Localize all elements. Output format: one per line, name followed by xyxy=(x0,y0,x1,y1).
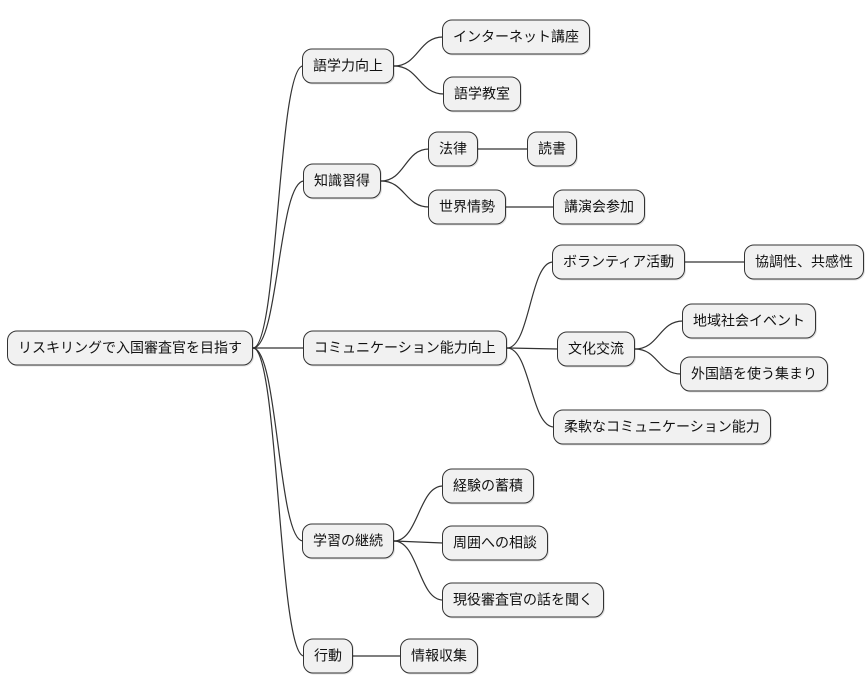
mindmap-node-jouhou: 情報収集 xyxy=(400,638,478,674)
edge-chishiki-houritsu xyxy=(380,148,430,182)
edge-chishiki-sekai xyxy=(380,180,430,208)
edge-comm-volunteer xyxy=(506,261,554,349)
edge-gogaku-internet xyxy=(393,36,444,67)
edge-root-gogaku xyxy=(252,65,304,349)
mindmap-node-chishiki: 知識習得 xyxy=(303,163,381,199)
mindmap-node-root: リスキリングで入国審査官を目指す xyxy=(7,330,253,366)
mindmap-node-sekai: 世界情勢 xyxy=(428,189,506,225)
mindmap-node-gaikokugo: 外国語を使う集まり xyxy=(680,356,828,392)
edge-root-koudou xyxy=(252,347,305,657)
mindmap-node-chiiki: 地域社会イベント xyxy=(682,303,816,339)
edge-comm-bunka xyxy=(506,347,559,350)
edge-bunka-gaikokugo xyxy=(634,348,682,375)
mindmap-node-kyouchou: 協調性、共感性 xyxy=(744,244,864,280)
mindmap-node-keiken: 経験の蓄積 xyxy=(442,468,534,504)
edge-comm-junan xyxy=(506,347,555,428)
mindmap-node-shuui: 周囲への相談 xyxy=(442,525,548,561)
mindmap-node-gakushu: 学習の継続 xyxy=(302,523,394,559)
mindmap-node-internet: インターネット講座 xyxy=(442,19,590,55)
mindmap-node-koudou: 行動 xyxy=(303,638,353,674)
mindmap-node-houritsu: 法律 xyxy=(428,131,478,167)
mindmap-node-kyoshitsu: 語学教室 xyxy=(443,76,521,112)
mindmap-node-dokusho: 読書 xyxy=(527,131,577,167)
mindmap-node-gogaku: 語学力向上 xyxy=(302,48,394,84)
mindmap-node-geneki: 現役審査官の話を聞く xyxy=(442,582,604,618)
edge-gakushu-keiken xyxy=(393,485,444,542)
edge-root-chishiki xyxy=(252,180,305,349)
edge-bunka-chiiki xyxy=(634,320,684,350)
edge-gakushu-geneki xyxy=(393,540,444,601)
edge-gakushu-shuui xyxy=(393,540,444,544)
mindmap-node-comm: コミュニケーション能力向上 xyxy=(303,330,507,366)
mindmap-node-kouenkai: 講演会参加 xyxy=(553,189,645,225)
mindmap-node-junan: 柔軟なコミュニケーション能力 xyxy=(553,409,771,445)
mindmap-node-volunteer: ボランティア活動 xyxy=(552,244,686,280)
edge-root-gakushu xyxy=(252,347,304,542)
edge-gogaku-kyoshitsu xyxy=(393,65,445,95)
mindmap-node-bunka: 文化交流 xyxy=(557,331,635,367)
